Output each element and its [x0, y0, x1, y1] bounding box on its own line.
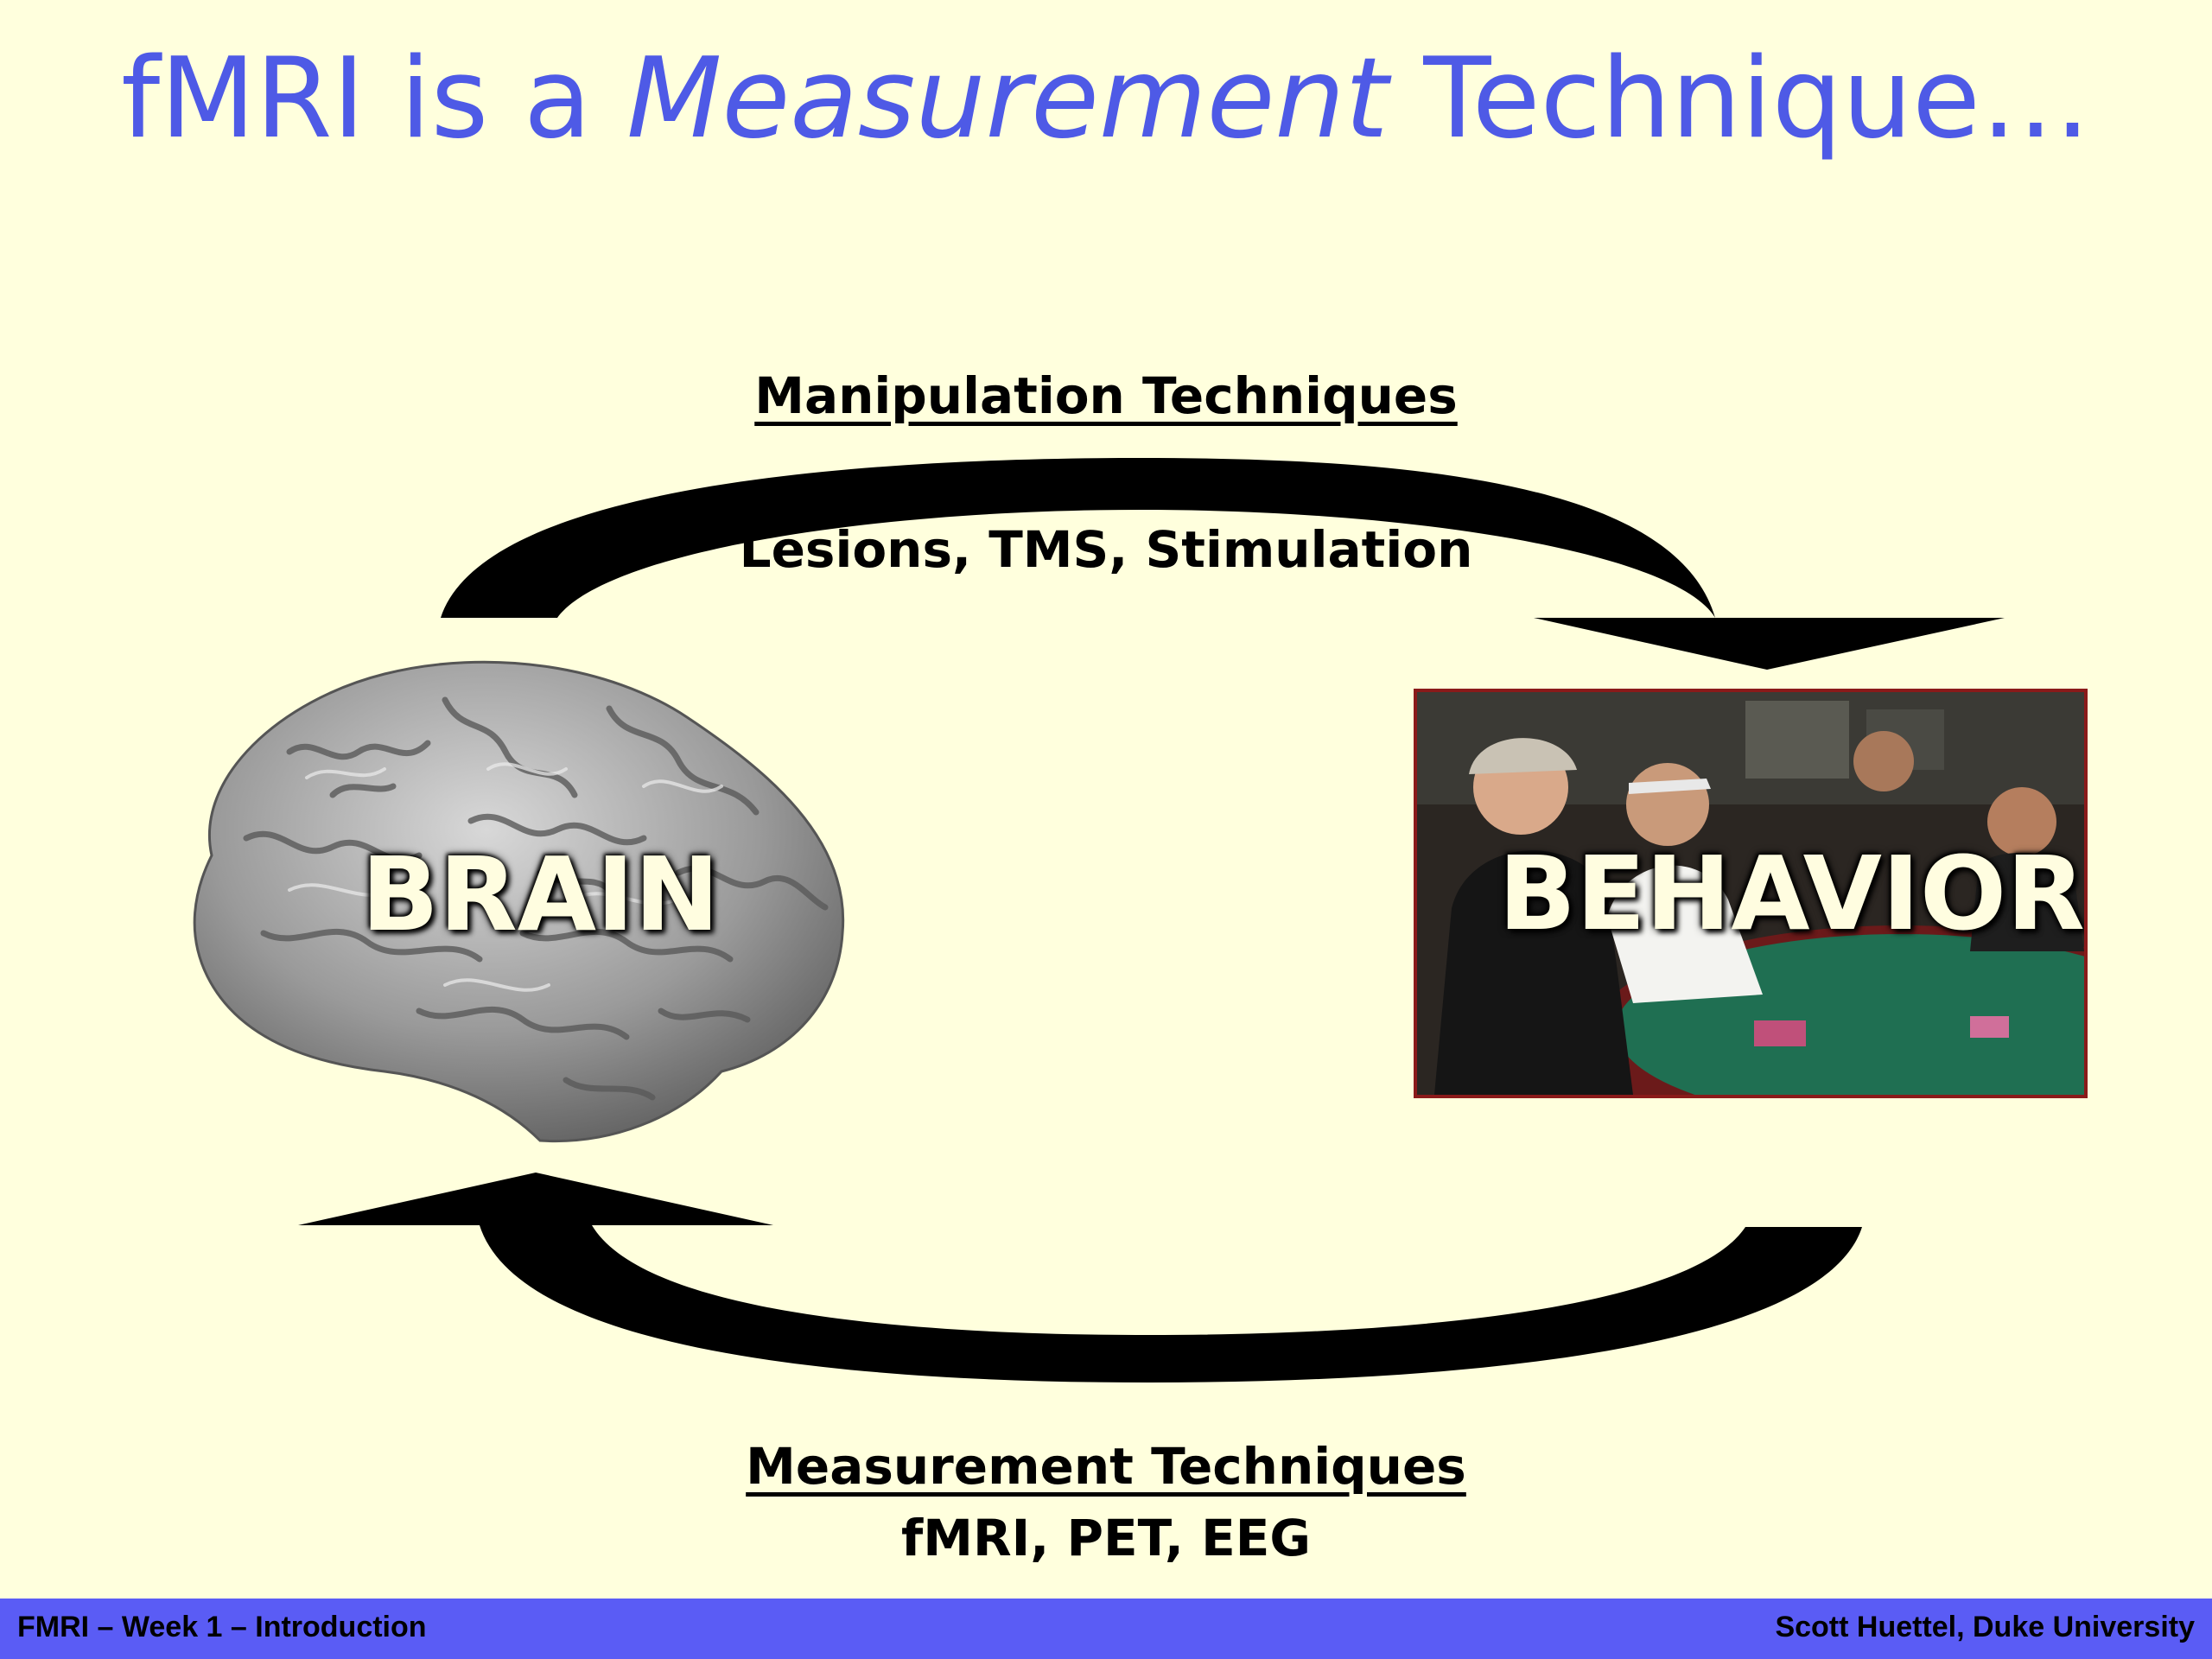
brain-icon — [193, 660, 845, 1143]
brain-image: BRAIN — [160, 648, 860, 1149]
slide-title: fMRI is a Measurement Technique… — [0, 35, 2212, 164]
behavior-image: BEHAVIOR — [1414, 689, 2088, 1098]
footer-right-text: Scott Huettel, Duke University — [1775, 1611, 2195, 1643]
bottom-arc-arrow — [298, 1173, 1862, 1382]
title-part1: fMRI is a — [121, 35, 627, 163]
manipulation-heading: Manipulation Techniques — [754, 366, 1458, 425]
measurement-items: fMRI, PET, EEG — [901, 1509, 1311, 1567]
brain-label: BRAIN — [361, 835, 720, 954]
title-italic: Measurement — [626, 35, 1389, 163]
footer-bar: FMRI – Week 1 – Introduction Scott Huett… — [0, 1599, 2212, 1659]
footer-left-text: FMRI – Week 1 – Introduction — [17, 1611, 427, 1643]
poker-scene-icon — [1417, 692, 2084, 1095]
behavior-label: BEHAVIOR — [1498, 834, 2086, 953]
measurement-heading: Measurement Techniques — [746, 1437, 1466, 1496]
top-arc-arrow — [441, 458, 2005, 670]
manipulation-items: Lesions, TMS, Stimulation — [739, 520, 1473, 579]
title-part2: Technique… — [1388, 35, 2091, 163]
